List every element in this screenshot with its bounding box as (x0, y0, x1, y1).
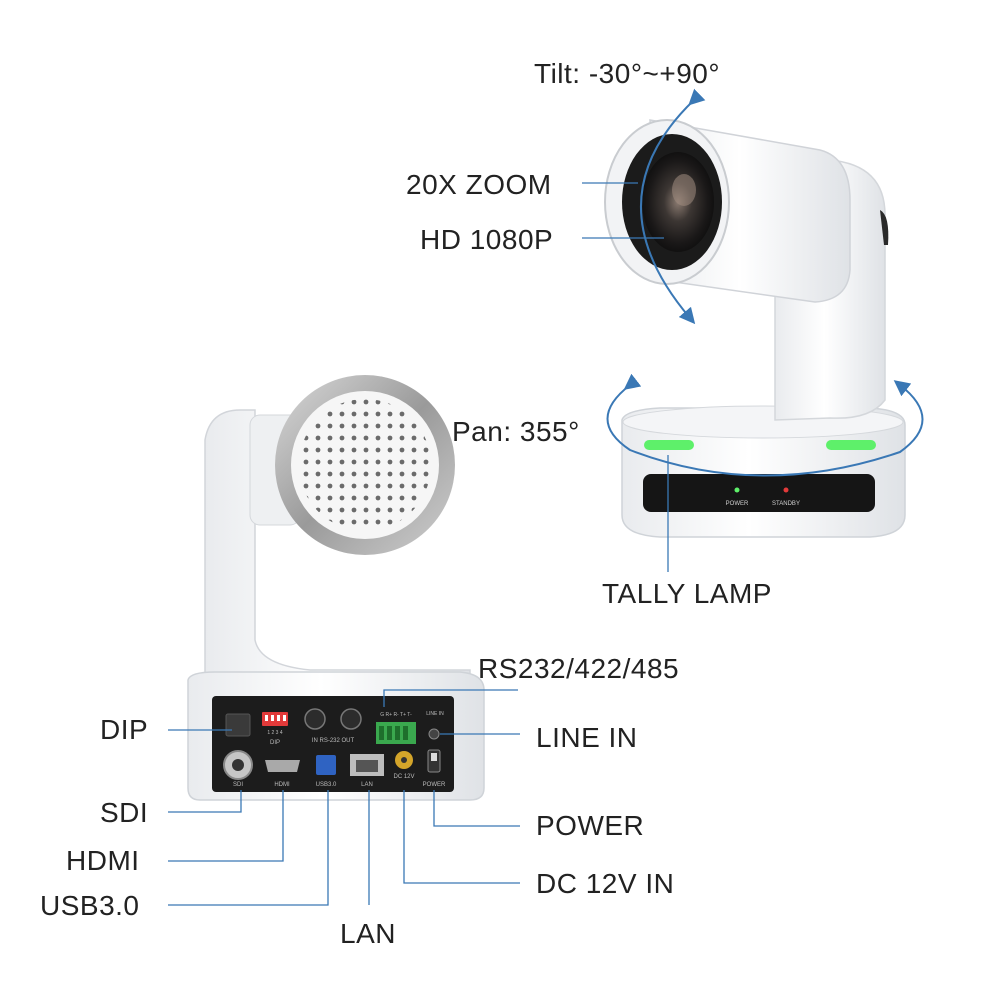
power-label: POWER (536, 810, 645, 841)
front-camera: POWER STANDBY (604, 88, 924, 538)
tilt-label: Tilt: -30°~+90° (534, 58, 721, 89)
pan-label: Pan: 355° (452, 416, 580, 447)
usb-port-label: USB3.0 (316, 782, 337, 788)
hdmi-port-label: HDMI (274, 782, 290, 788)
rs232-port-label: IN RS-232 OUT (312, 738, 355, 744)
dip-label: DIP (100, 714, 149, 745)
tilt-arrow-icon (640, 88, 706, 325)
hdmi-port (265, 760, 300, 772)
sdi-label: SDI (100, 797, 149, 828)
rs232-in-port (304, 708, 326, 730)
callout-power (433, 790, 520, 827)
standby-led-label: STANDBY (772, 501, 800, 507)
rs232-label: RS232/422/485 (478, 653, 680, 684)
lan-port-label: LAN (361, 782, 373, 788)
callout-usb (168, 790, 329, 906)
dc-12v-label: DC 12V IN (536, 868, 675, 899)
hdmi-label: HDMI (66, 845, 140, 876)
rear-io-panel (212, 696, 454, 792)
hd-label: HD 1080P (420, 224, 554, 255)
lan-label: LAN (340, 918, 396, 949)
callout-rs232 (383, 689, 518, 707)
power-led-label: POWER (726, 501, 749, 507)
callout-lines (168, 182, 669, 906)
line-in-jack (428, 728, 440, 740)
pan-arrow-icon (606, 373, 924, 477)
line-in-port-label: LINE IN (426, 711, 444, 717)
callout-dc (403, 790, 520, 884)
rear-vent-grille (299, 399, 431, 531)
rs232-out-port (340, 708, 362, 730)
standby-led (783, 487, 789, 493)
tally-lamp-label: TALLY LAMP (602, 578, 772, 609)
callout-hdmi (168, 790, 284, 862)
zoom-label: 20X ZOOM (406, 169, 552, 200)
sdi-port-label: SDI (233, 782, 243, 788)
dip-port-label: DIP (270, 740, 280, 746)
dip-switch (262, 712, 288, 726)
tally-lamp-left (644, 440, 694, 450)
dip-box (225, 713, 251, 737)
dip-numbers: 1 2 3 4 (267, 730, 283, 736)
front-status-panel (643, 474, 875, 512)
dc-port-label: DC 12V (393, 774, 414, 780)
tally-lamp-right (826, 440, 876, 450)
terminal-letters: G R+ R- T+ T- (380, 712, 412, 718)
callout-sdi (168, 790, 242, 813)
power-port-label: POWER (423, 782, 446, 788)
line-in-label: LINE IN (536, 722, 638, 753)
rear-camera: 1 2 3 4 DIP IN RS-232 OUT G R+ R- T+ T- … (187, 375, 485, 801)
usb3-port (316, 755, 336, 775)
rear-yoke-arm (204, 409, 471, 691)
power-led (734, 487, 740, 493)
usb-label: USB3.0 (40, 890, 140, 921)
